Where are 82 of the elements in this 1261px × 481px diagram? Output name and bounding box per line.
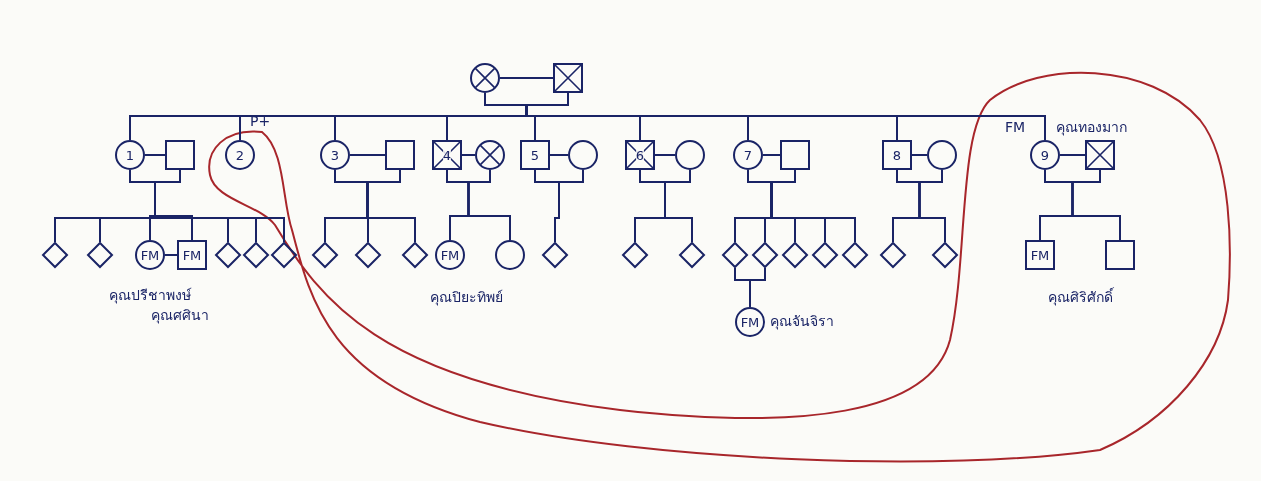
unknown-sex-symbol bbox=[722, 242, 748, 268]
pedigree-line bbox=[164, 254, 178, 256]
pedigree-line bbox=[461, 154, 476, 156]
symbol-label: 4 bbox=[442, 148, 452, 162]
pedigree-line bbox=[366, 169, 416, 243]
female-symbol bbox=[115, 140, 145, 170]
deceased-male-symbol bbox=[432, 140, 462, 170]
name-note: คุณปิยะทิพย์ bbox=[430, 290, 503, 306]
deceased-male-symbol bbox=[1085, 140, 1115, 170]
male-symbol bbox=[882, 140, 912, 170]
name-note: คุณศศินา bbox=[151, 308, 209, 324]
male-symbol bbox=[165, 140, 195, 170]
deceased-male-symbol bbox=[553, 63, 583, 93]
deceased-male-symbol bbox=[625, 140, 655, 170]
male-symbol bbox=[1025, 240, 1055, 270]
female-symbol bbox=[435, 240, 465, 270]
name-note: คุณทองมาก bbox=[1056, 120, 1127, 136]
male-symbol bbox=[177, 240, 207, 270]
pedigree-line bbox=[499, 77, 554, 79]
name-note: คุณปรีชาพงษ์ bbox=[109, 288, 191, 304]
symbol-label: 3 bbox=[330, 148, 340, 162]
unknown-sex-symbol bbox=[42, 242, 68, 268]
pedigree-line bbox=[554, 169, 584, 243]
unknown-sex-symbol bbox=[812, 242, 838, 268]
male-symbol bbox=[520, 140, 550, 170]
pedigree-line bbox=[911, 154, 928, 156]
unknown-sex-symbol bbox=[622, 242, 648, 268]
symbol-label: FM bbox=[140, 248, 160, 262]
unknown-sex-symbol bbox=[932, 242, 958, 268]
pedigree-line bbox=[749, 267, 766, 308]
symbol-label: 2 bbox=[235, 148, 245, 162]
pedigree-line bbox=[918, 169, 946, 243]
symbol-label: FM bbox=[740, 315, 760, 329]
pedigree-line bbox=[349, 154, 386, 156]
male-symbol bbox=[385, 140, 415, 170]
unknown-sex-symbol bbox=[215, 242, 241, 268]
deceased-female-symbol bbox=[470, 63, 500, 93]
pedigree-line bbox=[549, 154, 569, 156]
unknown-sex-symbol bbox=[243, 242, 269, 268]
female-symbol bbox=[1030, 140, 1060, 170]
female-symbol bbox=[495, 240, 525, 270]
female-symbol bbox=[735, 307, 765, 337]
symbol-label: FM bbox=[1030, 248, 1050, 262]
symbol-label: 9 bbox=[1040, 148, 1050, 162]
pedigree-line bbox=[1059, 154, 1086, 156]
female-symbol bbox=[927, 140, 957, 170]
symbol-label: FM bbox=[440, 248, 460, 262]
symbol-label: 7 bbox=[743, 148, 753, 162]
unknown-sex-symbol bbox=[752, 242, 778, 268]
unknown-sex-symbol bbox=[312, 242, 338, 268]
female-symbol bbox=[225, 140, 255, 170]
deceased-female-symbol bbox=[475, 140, 505, 170]
unknown-sex-symbol bbox=[782, 242, 808, 268]
unknown-sex-symbol bbox=[402, 242, 428, 268]
unknown-sex-symbol bbox=[87, 242, 113, 268]
pedigree-line bbox=[762, 154, 781, 156]
pedigree-line bbox=[467, 169, 511, 241]
symbol-label: 6 bbox=[635, 148, 645, 162]
pedigree-line bbox=[1071, 169, 1121, 241]
symbol-label: 8 bbox=[892, 148, 902, 162]
pedigree-line bbox=[770, 169, 856, 243]
female-symbol bbox=[320, 140, 350, 170]
male-symbol bbox=[780, 140, 810, 170]
unknown-sex-symbol bbox=[880, 242, 906, 268]
female-symbol bbox=[135, 240, 165, 270]
unknown-sex-symbol bbox=[355, 242, 381, 268]
unknown-sex-symbol bbox=[271, 242, 297, 268]
male-symbol bbox=[1105, 240, 1135, 270]
unknown-sex-symbol bbox=[542, 242, 568, 268]
name-note: FM bbox=[1005, 120, 1026, 136]
pedigree-line bbox=[154, 169, 285, 243]
symbol-label: 1 bbox=[125, 148, 135, 162]
unknown-sex-symbol bbox=[679, 242, 705, 268]
symbol-label: FM bbox=[182, 248, 202, 262]
pedigree-line bbox=[654, 154, 676, 156]
female-symbol bbox=[733, 140, 763, 170]
symbol-label: 5 bbox=[530, 148, 540, 162]
name-note: คุณจันจิรา bbox=[770, 314, 834, 330]
female-symbol bbox=[568, 140, 598, 170]
pedigree-line bbox=[144, 154, 166, 156]
unknown-sex-symbol bbox=[842, 242, 868, 268]
female-symbol bbox=[675, 140, 705, 170]
